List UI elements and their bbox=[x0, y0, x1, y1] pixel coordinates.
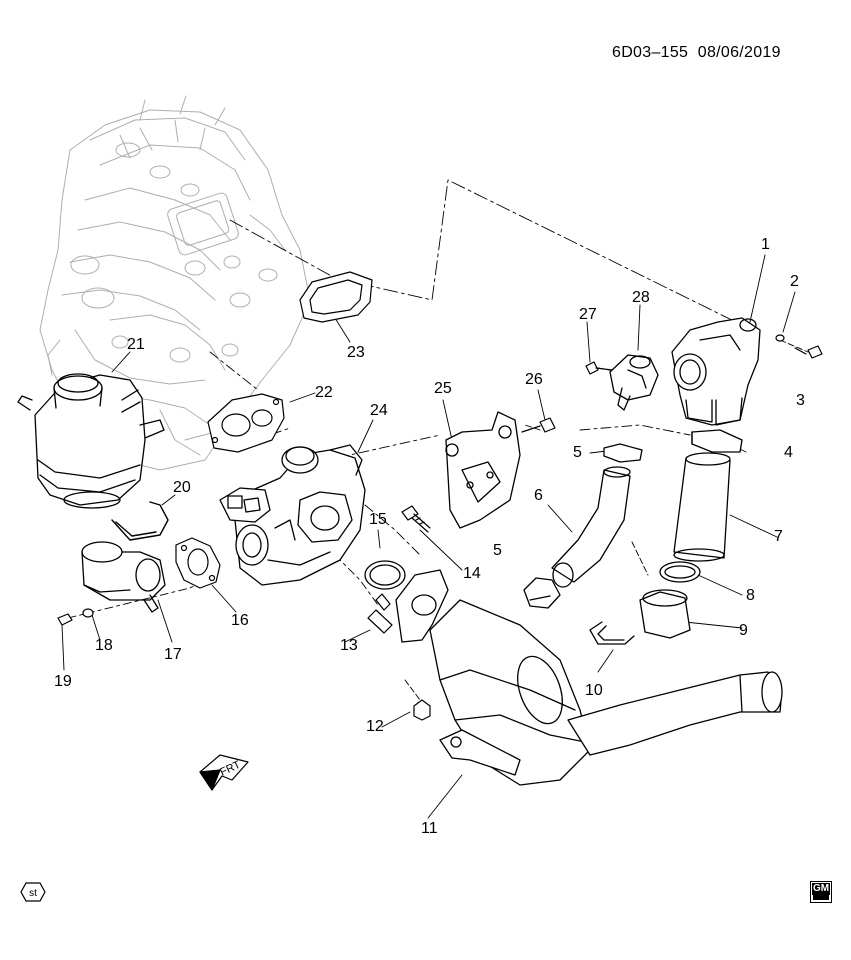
callout-26[interactable]: 26 bbox=[525, 371, 543, 388]
callout-9[interactable]: 9 bbox=[739, 622, 748, 639]
callout-3[interactable]: 3 bbox=[796, 392, 805, 409]
part-15-oring bbox=[364, 560, 406, 590]
callout-7[interactable]: 7 bbox=[774, 528, 783, 545]
part-22-gasket bbox=[207, 393, 285, 453]
part-20-clip bbox=[111, 501, 169, 541]
part-5-clamps bbox=[523, 443, 643, 609]
callout-12[interactable]: 12 bbox=[366, 718, 384, 735]
callout-13[interactable]: 13 bbox=[340, 637, 358, 654]
callout-16[interactable]: 16 bbox=[231, 612, 249, 629]
st-badge-label: st bbox=[29, 888, 37, 899]
part-7-pipe bbox=[673, 452, 731, 562]
callout-1[interactable]: 1 bbox=[761, 236, 770, 253]
callout-15[interactable]: 15 bbox=[369, 511, 387, 528]
part-25-heat-shield bbox=[445, 411, 521, 529]
callout-27[interactable]: 27 bbox=[579, 306, 597, 323]
st-badge-icon: st bbox=[20, 882, 46, 902]
callout-11[interactable]: 11 bbox=[421, 820, 438, 837]
part-18-19-fasteners bbox=[57, 608, 94, 626]
callout-5-lower[interactable]: 5 bbox=[493, 542, 502, 559]
callout-5-upper[interactable]: 5 bbox=[573, 444, 582, 461]
callout-21[interactable]: 21 bbox=[127, 336, 145, 353]
callout-4[interactable]: 4 bbox=[784, 444, 793, 461]
part-17-elbow bbox=[81, 541, 166, 613]
part-1-outlet-housing bbox=[671, 317, 761, 426]
part-6-hose bbox=[551, 466, 631, 588]
part-23-gasket bbox=[299, 271, 373, 323]
part-28-actuator bbox=[609, 354, 659, 411]
gm-logo-text: GM bbox=[812, 883, 830, 895]
part-10-clip bbox=[589, 621, 635, 645]
part-11-catalytic-converter bbox=[395, 569, 783, 786]
gm-logo-bar bbox=[813, 895, 829, 900]
part-12-nut bbox=[413, 699, 431, 721]
front-arrow-icon bbox=[199, 754, 249, 791]
part-26-27-bolts bbox=[521, 361, 613, 433]
callout-19[interactable]: 19 bbox=[54, 673, 72, 690]
gm-logo-icon: GM bbox=[810, 881, 832, 903]
callout-18[interactable]: 18 bbox=[95, 637, 113, 654]
part-24-turbocharger bbox=[219, 444, 366, 586]
diagram-header: 6D03–155 08/06/2019 bbox=[612, 44, 781, 62]
engine-block bbox=[39, 95, 311, 471]
callout-6[interactable]: 6 bbox=[534, 487, 543, 504]
callout-10[interactable]: 10 bbox=[585, 682, 603, 699]
callout-23[interactable]: 23 bbox=[347, 344, 365, 361]
diagram-id: 6D03–155 bbox=[612, 44, 689, 61]
callout-28[interactable]: 28 bbox=[632, 289, 650, 306]
part-13-sensor bbox=[367, 593, 393, 634]
callout-22[interactable]: 22 bbox=[315, 384, 333, 401]
callout-24[interactable]: 24 bbox=[370, 402, 388, 419]
diagram-date: 08/06/2019 bbox=[697, 44, 781, 61]
part-9-coupler bbox=[639, 589, 691, 639]
callout-14[interactable]: 14 bbox=[463, 565, 481, 582]
callout-25[interactable]: 25 bbox=[434, 380, 452, 397]
callout-2[interactable]: 2 bbox=[790, 273, 799, 290]
callout-8[interactable]: 8 bbox=[746, 587, 755, 604]
callout-17[interactable]: 17 bbox=[164, 646, 182, 663]
part-21-tank bbox=[17, 373, 165, 509]
callout-20[interactable]: 20 bbox=[173, 479, 191, 496]
part-4-clamp bbox=[691, 429, 743, 453]
part-16-gasket bbox=[175, 537, 221, 589]
part-2-3-fasteners bbox=[775, 334, 823, 359]
part-8-oring bbox=[659, 561, 701, 583]
part-14-bolt bbox=[401, 505, 431, 533]
